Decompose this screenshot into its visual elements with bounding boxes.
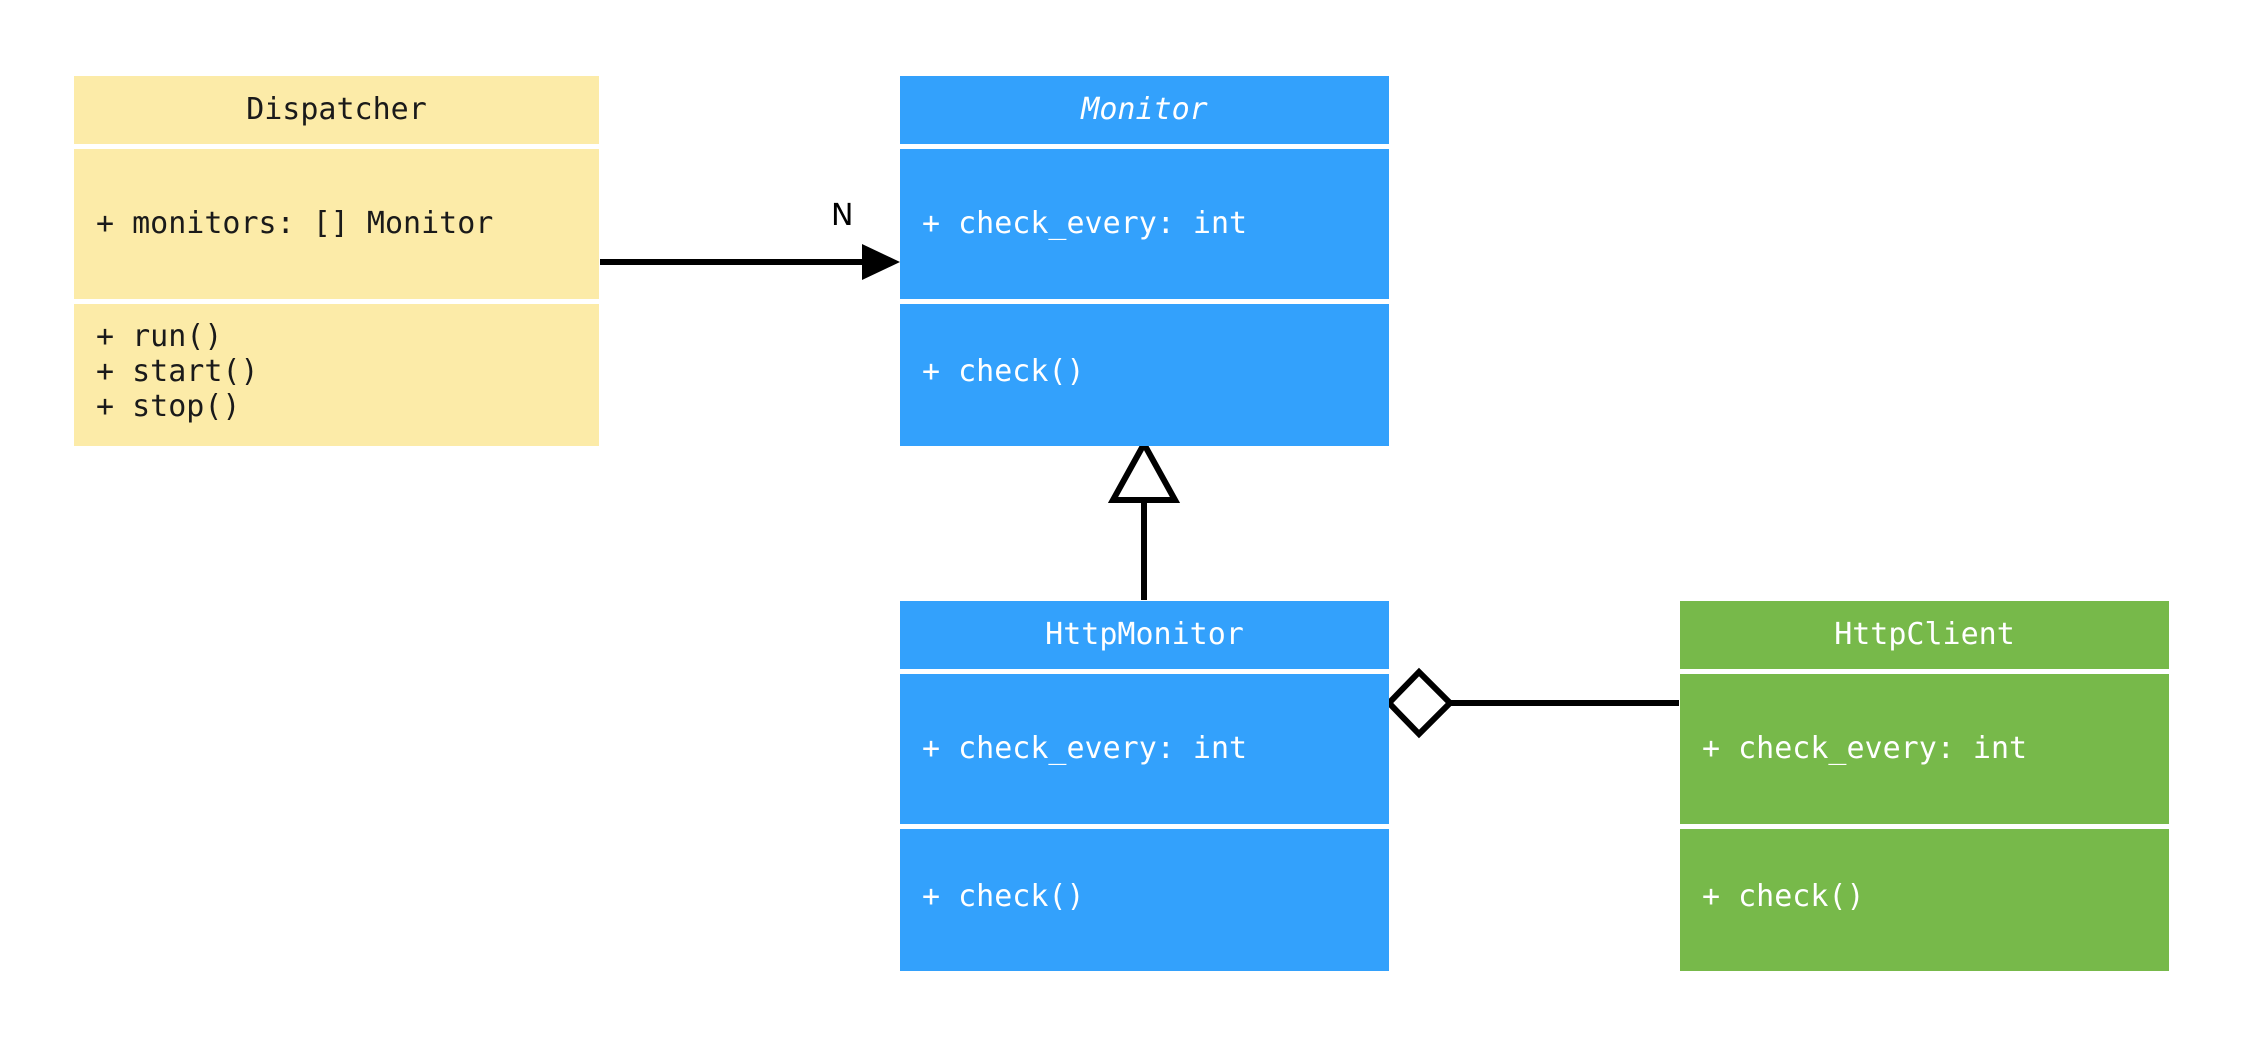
class-methods-compartment-monitor: + check() (900, 299, 1389, 441)
class-title-compartment-monitor: Monitor (900, 76, 1389, 144)
attribute-row: + check_every: int (1702, 730, 2028, 766)
class-methods-compartment-http-monitor: + check() (900, 824, 1389, 966)
class-attributes-compartment-monitor: + check_every: int (900, 144, 1389, 299)
method-row: + stop() (96, 388, 241, 424)
aggregation-httpmonitor-httpclient (1384, 667, 1679, 739)
class-title-compartment-dispatcher: Dispatcher (74, 76, 599, 144)
class-box-dispatcher[interactable]: Dispatcher + monitors: [] Monitor + run(… (74, 76, 599, 446)
attribute-row: + check_every: int (922, 205, 1248, 241)
method-row: + check() (922, 879, 1085, 915)
class-box-http-client[interactable]: HttpClient + check_every: int + check() (1680, 601, 2169, 971)
class-attributes-compartment-http-monitor: + check_every: int (900, 669, 1389, 824)
generalization-httpmonitor-monitor (1107, 437, 1181, 600)
class-title-compartment-http-client: HttpClient (1680, 601, 2169, 669)
class-attributes-compartment-dispatcher: + monitors: [] Monitor (74, 144, 599, 299)
class-methods-compartment-dispatcher: + run() + start() + stop() (74, 299, 599, 441)
class-name-http-monitor: HttpMonitor (1045, 616, 1244, 652)
class-box-http-monitor[interactable]: HttpMonitor + check_every: int + check() (900, 601, 1389, 971)
class-name-dispatcher: Dispatcher (246, 91, 427, 127)
class-methods-compartment-http-client: + check() (1680, 824, 2169, 966)
class-title-compartment-http-monitor: HttpMonitor (900, 601, 1389, 669)
class-attributes-compartment-http-client: + check_every: int (1680, 669, 2169, 824)
attribute-row: + check_every: int (922, 730, 1248, 766)
attribute-row: + monitors: [] Monitor (96, 205, 494, 241)
method-row: + check() (922, 354, 1085, 390)
class-name-http-client: HttpClient (1834, 616, 2015, 652)
method-row: + start() (96, 354, 259, 390)
class-box-monitor[interactable]: Monitor + check_every: int + check() (900, 76, 1389, 446)
method-row: + check() (1702, 879, 1865, 915)
association-multiplicity-label: N (831, 198, 854, 233)
association-dispatcher-monitor (600, 244, 900, 280)
method-row: + run() (96, 319, 223, 355)
class-name-monitor: Monitor (1081, 91, 1208, 127)
